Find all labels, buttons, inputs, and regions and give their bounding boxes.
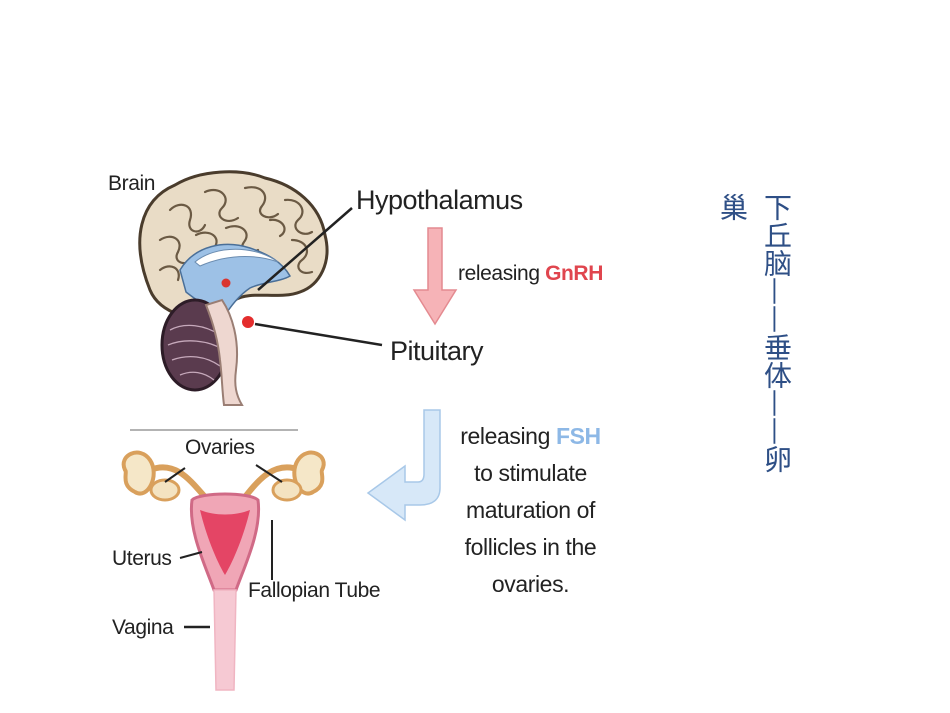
fsh-line-5: ovaries.	[491, 571, 570, 597]
fsh-hormone: FSH	[555, 423, 601, 449]
brain-illustration	[138, 170, 383, 406]
fsh-description: releasing FSH to stimulate maturation of…	[448, 418, 613, 603]
brain-gyri	[158, 186, 314, 282]
fsh-line-2: to stimulate	[474, 460, 587, 486]
brain-label: Brain	[108, 172, 156, 195]
gnrh-caption-prefix: releasing	[458, 262, 546, 285]
gnrh-arrow	[412, 227, 458, 326]
pituitary-label: Pituitary	[390, 336, 484, 366]
ovary-left	[149, 478, 181, 502]
reproductive-illustration	[121, 429, 326, 691]
hypothalamus-pointer	[257, 207, 353, 291]
side-text-column-1: 下丘脑——垂体——卵	[760, 193, 793, 473]
fallopian-tube-label: Fallopian Tube	[248, 579, 381, 602]
fsh-line-4: follicles in the	[464, 534, 597, 560]
hypothalamus-dot	[221, 278, 231, 288]
fsh-line-1: releasing FSH	[448, 418, 613, 455]
side-text-column-2: 巢	[716, 193, 749, 221]
fsh-line-3: maturation of	[465, 497, 596, 523]
vagina	[213, 589, 237, 691]
ovaries-label: Ovaries	[185, 436, 255, 459]
gnrh-hormone: GnRH	[545, 262, 603, 285]
hypothalamus-label: Hypothalamus	[356, 185, 523, 215]
uterus-label: Uterus	[112, 547, 172, 570]
gnrh-caption: releasing GnRH	[458, 262, 603, 286]
pituitary-dot	[242, 316, 254, 328]
fsh-arrow	[366, 409, 441, 522]
vagina-label: Vagina	[112, 616, 174, 639]
brainstem	[204, 298, 244, 406]
ovary-right	[271, 478, 303, 502]
uterus-cavity	[200, 510, 250, 575]
pituitary-pointer	[254, 322, 383, 347]
fimbria-left	[121, 450, 156, 496]
fsh-caption-prefix: releasing	[460, 423, 556, 449]
corpus-callosum	[194, 248, 279, 267]
ovary-pointer-right	[255, 464, 283, 483]
ovary-pointer-left	[164, 467, 186, 483]
uterus-pointer	[179, 551, 203, 559]
